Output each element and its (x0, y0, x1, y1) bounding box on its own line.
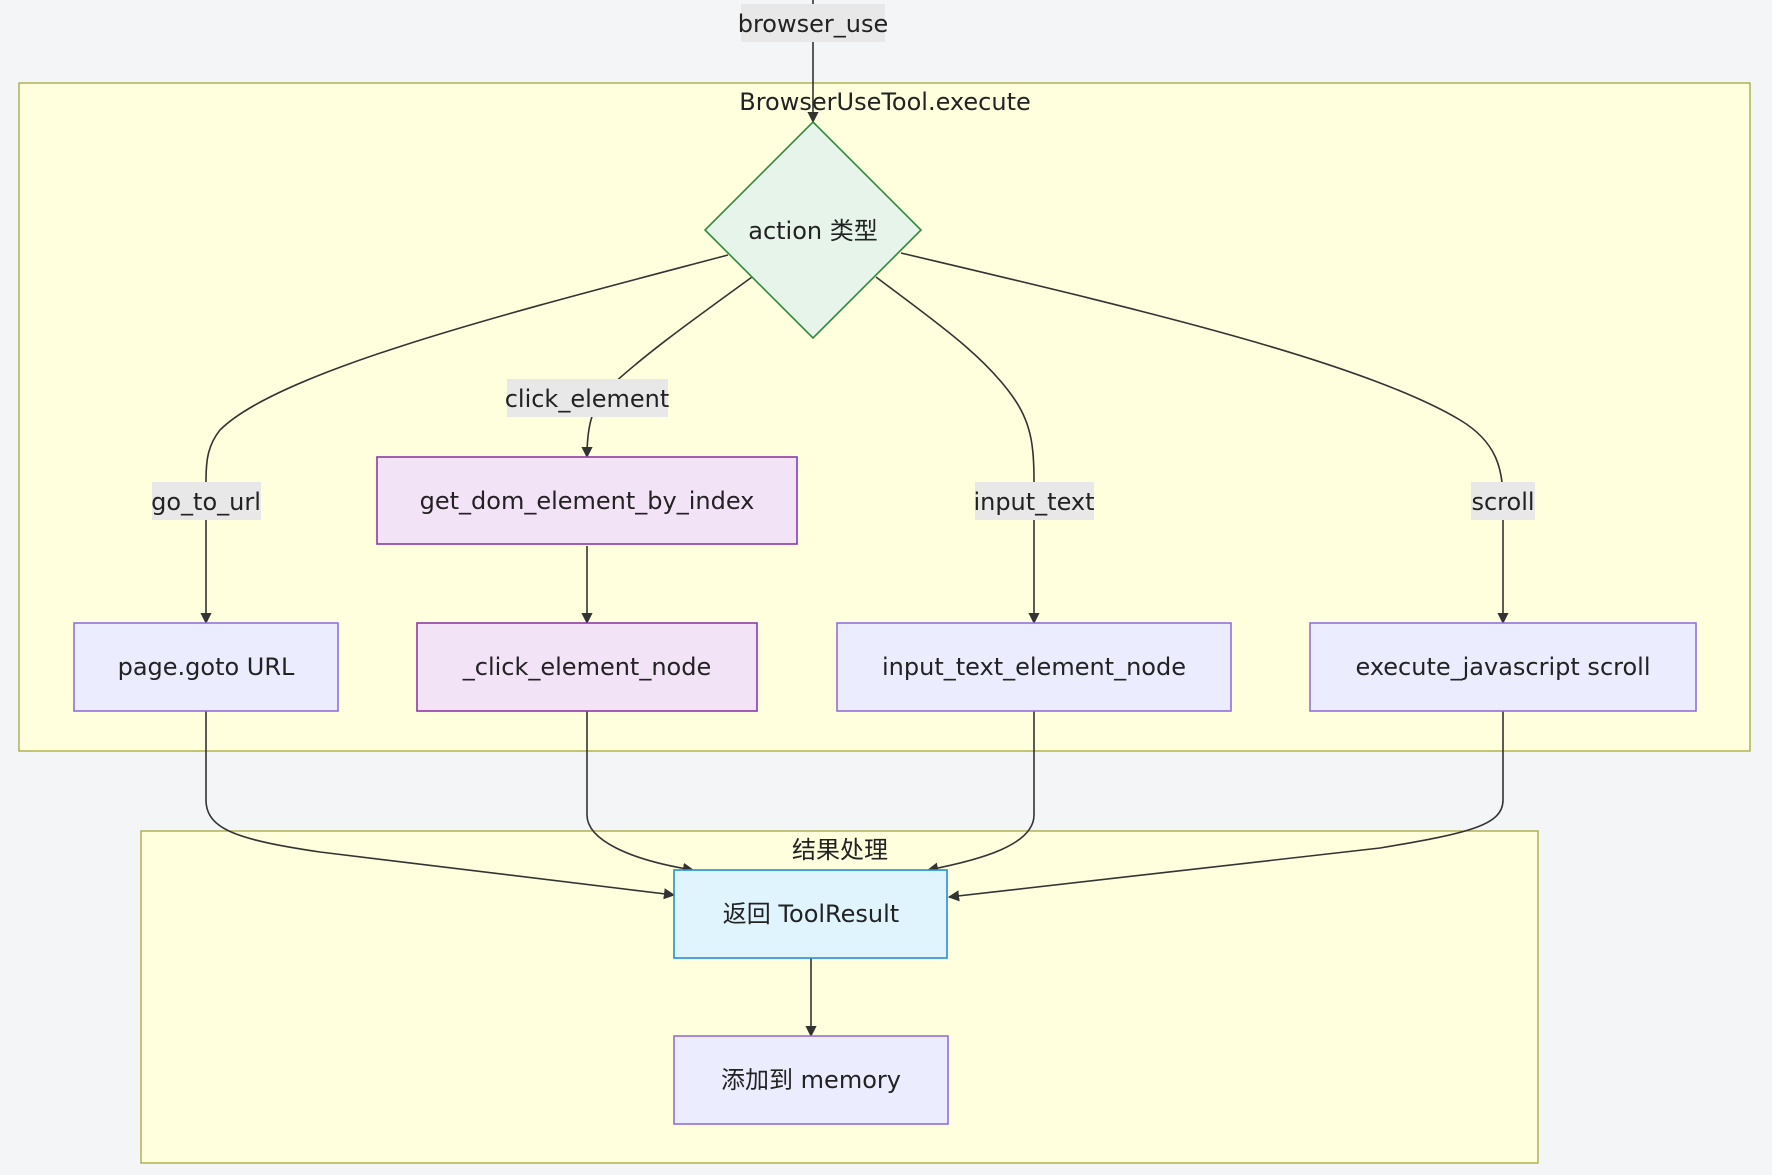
node-decision-label: action 类型 (748, 217, 878, 245)
node-return-label: 返回 ToolResult (723, 900, 899, 928)
node-memory[interactable]: 添加到 memory (673, 1035, 949, 1125)
node-goto[interactable]: page.goto URL (73, 622, 339, 712)
edge-labels: browser_use click_element go_to_url inpu… (151, 4, 1535, 520)
node-js-scroll-label: execute_javascript scroll (1355, 653, 1650, 681)
node-get-dom[interactable]: get_dom_element_by_index (376, 456, 798, 545)
edge-click-element (581, 276, 753, 459)
edge-click-return (586, 711, 695, 874)
edge-scroll-return (947, 711, 1504, 902)
cluster-execute-title: BrowserUseTool.execute (739, 88, 1031, 116)
node-input-node[interactable]: input_text_element_node (836, 622, 1232, 712)
node-click-node-label: _click_element_node (462, 653, 711, 681)
edge-scroll (900, 252, 1509, 625)
edge-goto-return (205, 711, 676, 900)
node-decision[interactable]: action 类型 (703, 120, 923, 340)
node-get-dom-label: get_dom_element_by_index (420, 487, 755, 515)
node-input-node-label: input_text_element_node (882, 653, 1186, 681)
edges (200, 0, 1509, 1038)
edge-go-to-url (200, 254, 729, 625)
edge-label-scroll: scroll (1471, 488, 1534, 516)
edge-label-click-element: click_element (505, 385, 670, 413)
cluster-result-title: 结果处理 (792, 836, 888, 864)
node-click-node[interactable]: _click_element_node (416, 622, 758, 712)
node-memory-label: 添加到 memory (721, 1066, 901, 1094)
edge-input-text (875, 276, 1040, 625)
edge-label-input-text: input_text (973, 488, 1094, 516)
edge-input-return (926, 711, 1035, 874)
node-goto-label: page.goto URL (118, 653, 295, 681)
node-return[interactable]: 返回 ToolResult (673, 869, 948, 959)
edge-label-go-to-url: go_to_url (151, 488, 261, 516)
edge-label-entry: browser_use (738, 10, 889, 38)
node-js-scroll[interactable]: execute_javascript scroll (1309, 622, 1697, 712)
